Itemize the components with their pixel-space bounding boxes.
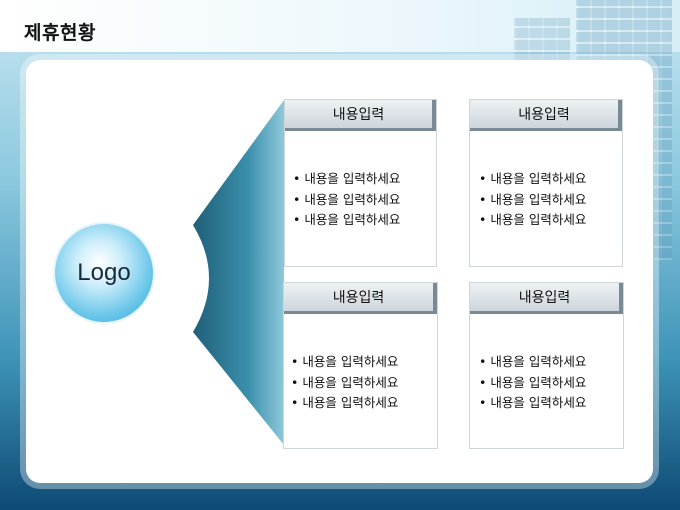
bullet-item: • 내용을 입력하세요 (293, 171, 401, 186)
title-band (0, 0, 680, 52)
card-header: 내용입력 (470, 100, 622, 131)
bullet-item: • 내용을 입력하세요 (479, 395, 587, 410)
bullet-item: • 내용을 입력하세요 (479, 191, 587, 207)
logo-text: Logo (77, 259, 131, 286)
bullet-item: • 내용을 입력하세요 (293, 212, 401, 227)
card-top-right: 내용입력 • 내용을 입력하세요 • 내용을 입력하세요 • 내용을 입력하세요 (469, 99, 623, 267)
bullet-item: • 내용을 입력하세요 (291, 354, 399, 369)
card-header: 내용입력 (284, 283, 437, 314)
bullet-item: • 내용을 입력하세요 (291, 395, 399, 410)
bullet-item: • 내용을 입력하세요 (291, 374, 399, 390)
logo-circle: Logo (55, 224, 153, 322)
card-bottom-left: 내용입력 • 내용을 입력하세요 • 내용을 입력하세요 • 내용을 입력하세요 (283, 282, 438, 449)
page-title: 제휴현황 (24, 22, 96, 44)
card-top-left: 내용입력 • 내용을 입력하세요 • 내용을 입력하세요 • 내용을 입력하세요 (284, 99, 437, 267)
bullet-item: • 내용을 입력하세요 (293, 191, 401, 207)
bullet-item: • 내용을 입력하세요 (479, 171, 587, 186)
card-header: 내용입력 (470, 283, 623, 314)
bullet-item: • 내용을 입력하세요 (479, 354, 587, 369)
card-header: 내용입력 (285, 100, 436, 131)
bullet-item: • 내용을 입력하세요 (479, 374, 587, 390)
bullet-item: • 내용을 입력하세요 (479, 212, 587, 227)
card-bottom-right: 내용입력 • 내용을 입력하세요 • 내용을 입력하세요 • 내용을 입력하세요 (469, 282, 624, 449)
